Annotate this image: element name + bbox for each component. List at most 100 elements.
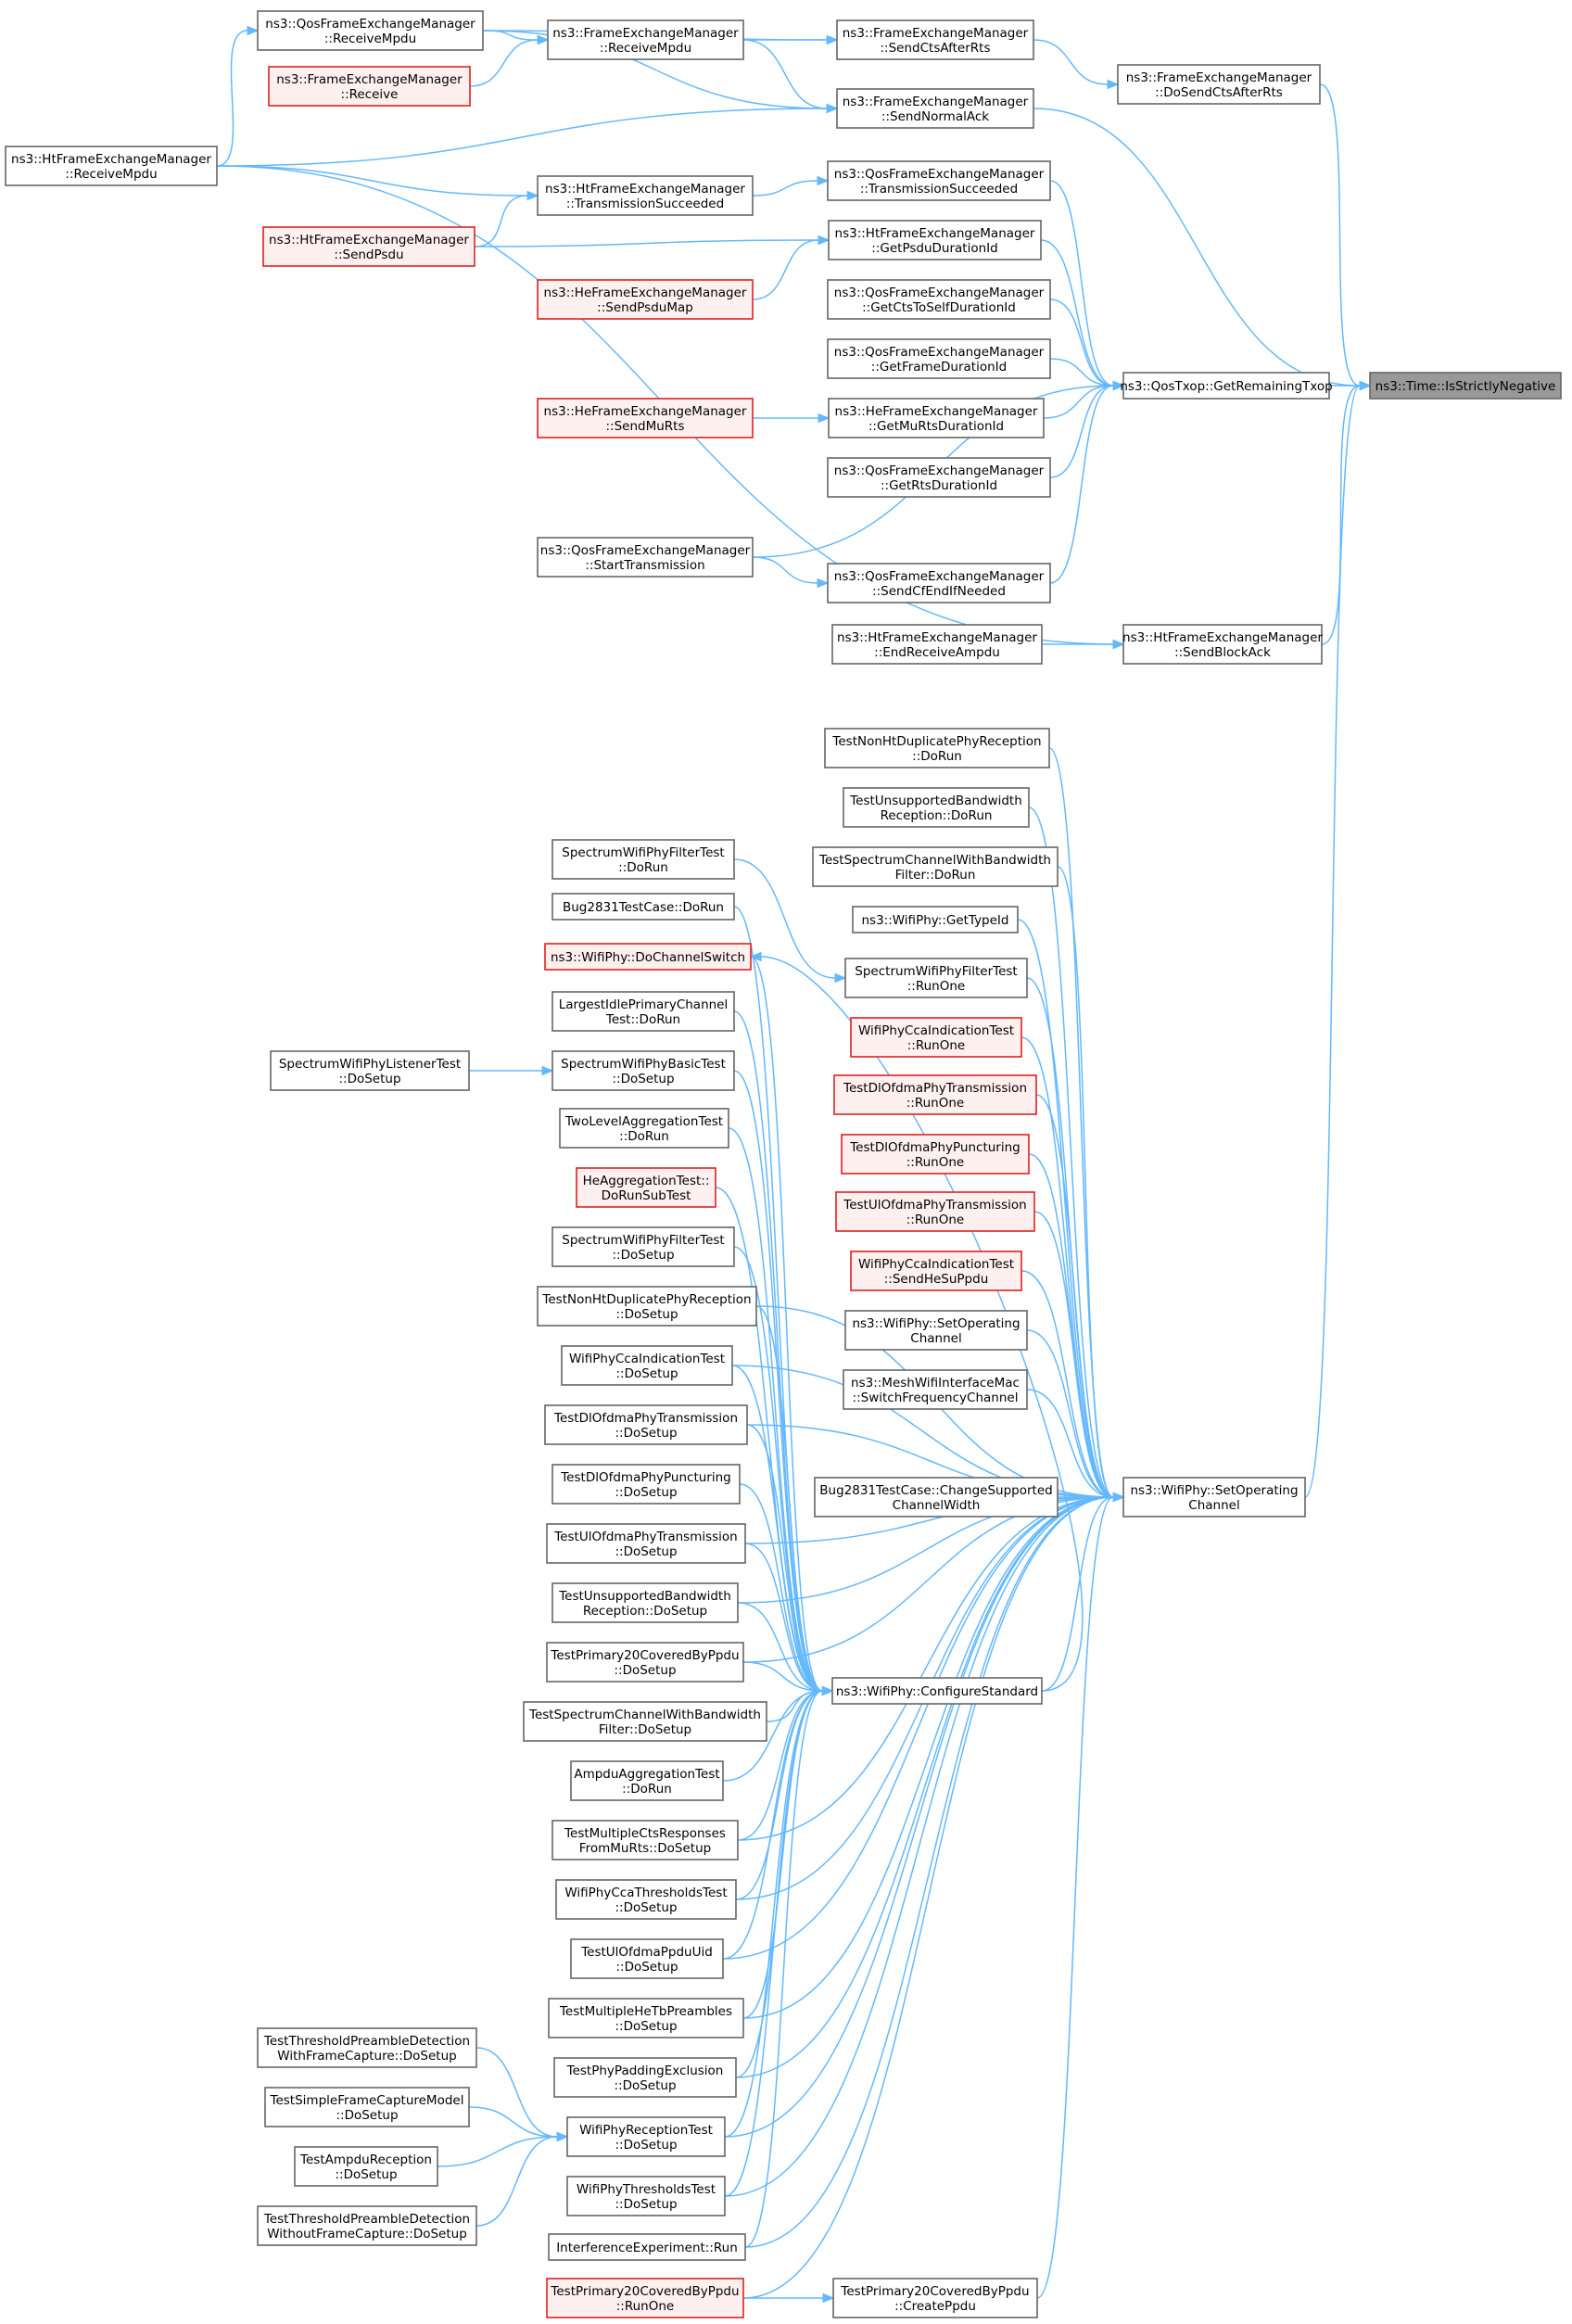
- graph-node-r-specfilter-runone[interactable]: SpectrumWifiPhyFilterTest::RunOne: [844, 958, 1028, 998]
- graph-node-l-ampdurecv[interactable]: TestAmpduReception::DoSetup: [294, 2146, 438, 2187]
- graph-node-l-specbw-setup[interactable]: TestSpectrumChannelWithBandwidthFilter::…: [523, 1701, 767, 1742]
- node-label: DoRunSubTest: [602, 1188, 691, 1203]
- graph-node-ht-sendpsdu[interactable]: ns3::HtFrameExchangeManager::SendPsdu: [262, 226, 475, 267]
- node-label: TestDlOfdmaPhyPuncturing: [560, 1470, 731, 1485]
- graph-node-ht-getpsdudur[interactable]: ns3::HtFrameExchangeManager::GetPsduDura…: [828, 220, 1042, 260]
- graph-node-r-specbwfilter[interactable]: TestSpectrumChannelWithBandwidthFilter::…: [812, 846, 1059, 887]
- node-label: ::DoRun: [618, 860, 668, 875]
- graph-node-ht-txsucc[interactable]: ns3::HtFrameExchangeManager::Transmissio…: [537, 175, 754, 216]
- node-label: ChannelWidth: [893, 1498, 981, 1513]
- graph-node-dosendcts[interactable]: ns3::FrameExchangeManager::DoSendCtsAfte…: [1117, 64, 1321, 105]
- graph-edge: [1033, 1211, 1125, 1503]
- graph-node-qos-starttx[interactable]: ns3::QosFrameExchangeManager::StartTrans…: [537, 537, 754, 578]
- graph-node-l-dlofdma-setup[interactable]: TestDlOfdmaPhyTransmission::DoSetup: [544, 1404, 748, 1445]
- graph-node-r-dlpunct-runone[interactable]: TestDlOfdmaPhyPuncturing::RunOne: [841, 1134, 1030, 1175]
- graph-node-r-gettypeid[interactable]: ns3::WifiPhy::GetTypeId: [852, 906, 1019, 933]
- graph-node-ht-endrecv[interactable]: ns3::HtFrameExchangeManager::EndReceiveA…: [831, 624, 1043, 665]
- graph-node-htfem-recvmpdu[interactable]: ns3::HtFrameExchangeManager::ReceiveMpdu: [5, 146, 218, 186]
- graph-nodes: ns3::Time::IsStrictlyNegative ns3::FrameE…: [5, 10, 1562, 2318]
- graph-edge: [1036, 1492, 1125, 2299]
- graph-node-l-p20-runone[interactable]: TestPrimary20CoveredByPpdu::RunOne: [546, 2278, 744, 2318]
- graph-node-l-nonht-setup[interactable]: TestNonHtDuplicatePhyReception::DoSetup: [537, 1286, 757, 1327]
- graph-node-he-getmurts[interactable]: ns3::HeFrameExchangeManager::GetMuRtsDur…: [828, 398, 1045, 438]
- graph-node-he-sendpsdumap[interactable]: ns3::HeFrameExchangeManager::SendPsduMap: [537, 279, 754, 320]
- graph-node-qos-sendcfend[interactable]: ns3::QosFrameExchangeManager::SendCfEndI…: [827, 563, 1051, 603]
- graph-node-l-dochswitch[interactable]: ns3::WifiPhy::DoChannelSwitch: [544, 943, 752, 971]
- graph-node-fem-recvmpdu[interactable]: ns3::FrameExchangeManager::ReceiveMpdu: [547, 19, 744, 60]
- graph-node-r-meshswitch[interactable]: ns3::MeshWifiInterfaceMac::SwitchFrequen…: [843, 1369, 1028, 1410]
- graph-edge: [216, 103, 839, 167]
- graph-edge: [1321, 380, 1372, 645]
- graph-node-qfem-recvmpdu[interactable]: ns3::QosFrameExchangeManager::ReceiveMpd…: [257, 10, 484, 51]
- graph-node-l-unsupbw-setup[interactable]: TestUnsupportedBandwidthReception::DoSet…: [551, 1582, 739, 1623]
- node-label: ::DoRun: [619, 1129, 669, 1144]
- graph-node-r-cca-sendhesu[interactable]: WifiPhyCcaIndicationTest::SendHeSuPpdu: [850, 1251, 1022, 1291]
- graph-node-l-ccathr[interactable]: WifiPhyCcaThresholdsTest::DoSetup: [555, 1879, 737, 1920]
- graph-node-l-heaggr[interactable]: HeAggregationTest::DoRunSubTest: [576, 1167, 716, 1208]
- graph-node-configstd[interactable]: ns3::WifiPhy::ConfigureStandard: [831, 1677, 1043, 1705]
- graph-node-ht-sendba[interactable]: ns3::HtFrameExchangeManager::SendBlockAc…: [1122, 624, 1323, 665]
- graph-node-qos-getcts[interactable]: ns3::QosFrameExchangeManager::GetCtsToSe…: [827, 279, 1051, 320]
- graph-node-remtxop[interactable]: ns3::QosTxop::GetRemainingTxop: [1120, 372, 1333, 400]
- graph-node-l-speclistener[interactable]: SpectrumWifiPhyListenerTest::DoSetup: [270, 1050, 470, 1091]
- node-label: ns3::FrameExchangeManager: [843, 95, 1029, 109]
- graph-node-l-cca-setup[interactable]: WifiPhyCcaIndicationTest::DoSetup: [561, 1345, 733, 1386]
- node-label: WithoutFrameCapture::DoSetup: [267, 2227, 467, 2241]
- graph-node-l-twolevel[interactable]: TwoLevelAggregationTest::DoRun: [559, 1108, 729, 1149]
- graph-node-qos-txsucc[interactable]: ns3::QosFrameExchangeManager::Transmissi…: [827, 160, 1051, 201]
- graph-edge: [469, 34, 550, 87]
- graph-node-l-multihetb[interactable]: TestMultipleHeTbPreambles::DoSetup: [548, 1998, 744, 2038]
- graph-node-l-specbasic[interactable]: SpectrumWifiPhyBasicTest::DoSetup: [551, 1050, 735, 1091]
- node-label: ::RunOne: [616, 2299, 674, 2314]
- node-label: AmpduAggregationTest: [574, 1767, 719, 1782]
- graph-node-qos-getframe[interactable]: ns3::QosFrameExchangeManager::GetFrameDu…: [827, 338, 1051, 379]
- graph-node-l-specfilter-dorun[interactable]: SpectrumWifiPhyFilterTest::DoRun: [551, 839, 735, 880]
- graph-node-l-phythr[interactable]: WifiPhyThresholdsTest::DoSetup: [566, 2176, 726, 2216]
- graph-edge: [742, 2292, 835, 2304]
- graph-edges: [216, 25, 1372, 2304]
- graph-node-l-recvtest[interactable]: WifiPhyReceptionTest::DoSetup: [566, 2116, 726, 2157]
- node-label: ns3::QosTxop::GetRemainingTxop: [1120, 379, 1332, 394]
- graph-node-l-padding[interactable]: TestPhyPaddingExclusion::DoSetup: [553, 2057, 737, 2098]
- graph-node-l-multicts[interactable]: TestMultipleCtsResponsesFromMuRts::DoSet…: [551, 1820, 739, 1860]
- graph-node-l-simplecapture[interactable]: TestSimpleFrameCaptureModel::DoSetup: [264, 2087, 470, 2127]
- graph-node-r-nonht[interactable]: TestNonHtDuplicatePhyReception::DoRun: [824, 728, 1050, 768]
- node-label: ::DoSetup: [615, 1307, 678, 1322]
- graph-node-sendcts[interactable]: ns3::FrameExchangeManager::SendCtsAfterR…: [836, 19, 1034, 60]
- graph-edge: [752, 556, 830, 589]
- graph-node-l-interf[interactable]: InterferenceExperiment::Run: [548, 2233, 746, 2261]
- graph-node-r-ulofdma-runone[interactable]: TestUlOfdmaPhyTransmission::RunOne: [835, 1191, 1035, 1232]
- graph-node-qos-getrts[interactable]: ns3::QosFrameExchangeManager::GetRtsDura…: [827, 457, 1051, 498]
- graph-node-r-dlofdma-runone[interactable]: TestDlOfdmaPhyTransmission::RunOne: [833, 1074, 1037, 1115]
- graph-node-l-ampdu-dorun[interactable]: AmpduAggregationTest::DoRun: [570, 1760, 724, 1801]
- graph-node-target[interactable]: ns3::Time::IsStrictlyNegative: [1369, 372, 1562, 400]
- node-label: TestPrimary20CoveredByPpdu: [840, 2284, 1029, 2299]
- graph-node-p20-createppdu[interactable]: TestPrimary20CoveredByPpdu::CreatePpdu: [832, 2278, 1038, 2318]
- graph-node-l-thrpreamble-with[interactable]: TestThresholdPreambleDetectionWithFrameC…: [257, 2027, 477, 2068]
- graph-node-fem-receive[interactable]: ns3::FrameExchangeManager::Receive: [268, 66, 471, 107]
- graph-node-l-ulppduuid[interactable]: TestUlOfdmaPpduUid::DoSetup: [570, 1938, 724, 1979]
- node-label: ::DoSetup: [615, 1960, 678, 1975]
- graph-node-l-ulofdma-setup[interactable]: TestUlOfdmaPhyTransmission::DoSetup: [546, 1523, 746, 1564]
- node-label: SpectrumWifiPhyBasicTest: [561, 1057, 726, 1072]
- node-label: TestUnsupportedBandwidth: [558, 1589, 731, 1604]
- graph-edge: [737, 1492, 1125, 1841]
- node-label: TestAmpduReception: [299, 2153, 432, 2167]
- graph-node-l-thrpreamble-without[interactable]: TestThresholdPreambleDetectionWithoutFra…: [257, 2205, 477, 2246]
- graph-node-he-sendmurts[interactable]: ns3::HeFrameExchangeManager::SendMuRts: [537, 398, 754, 438]
- graph-node-l-p20-setup[interactable]: TestPrimary20CoveredByPpdu::DoSetup: [546, 1642, 744, 1683]
- graph-node-l-bug-dorun[interactable]: Bug2831TestCase::DoRun: [551, 893, 735, 921]
- graph-node-r-cca-runone[interactable]: WifiPhyCcaIndicationTest::RunOne: [850, 1017, 1022, 1058]
- node-label: FromMuRts::DoSetup: [579, 1841, 711, 1856]
- node-label: SpectrumWifiPhyFilterTest: [562, 1233, 724, 1248]
- graph-node-sendnormalack[interactable]: ns3::FrameExchangeManager::SendNormalAck: [836, 88, 1034, 129]
- graph-node-l-dlpunct-setup[interactable]: TestDlOfdmaPhyPuncturing::DoSetup: [551, 1464, 741, 1505]
- graph-node-bug-change[interactable]: Bug2831TestCase::ChangeSupportedChannelW…: [814, 1477, 1059, 1518]
- node-label: ::RunOne: [907, 979, 965, 994]
- node-label: TestUlOfdmaPpduUid: [580, 1945, 713, 1960]
- graph-node-l-specfilter-setup[interactable]: SpectrumWifiPhyFilterTest::DoSetup: [551, 1226, 735, 1267]
